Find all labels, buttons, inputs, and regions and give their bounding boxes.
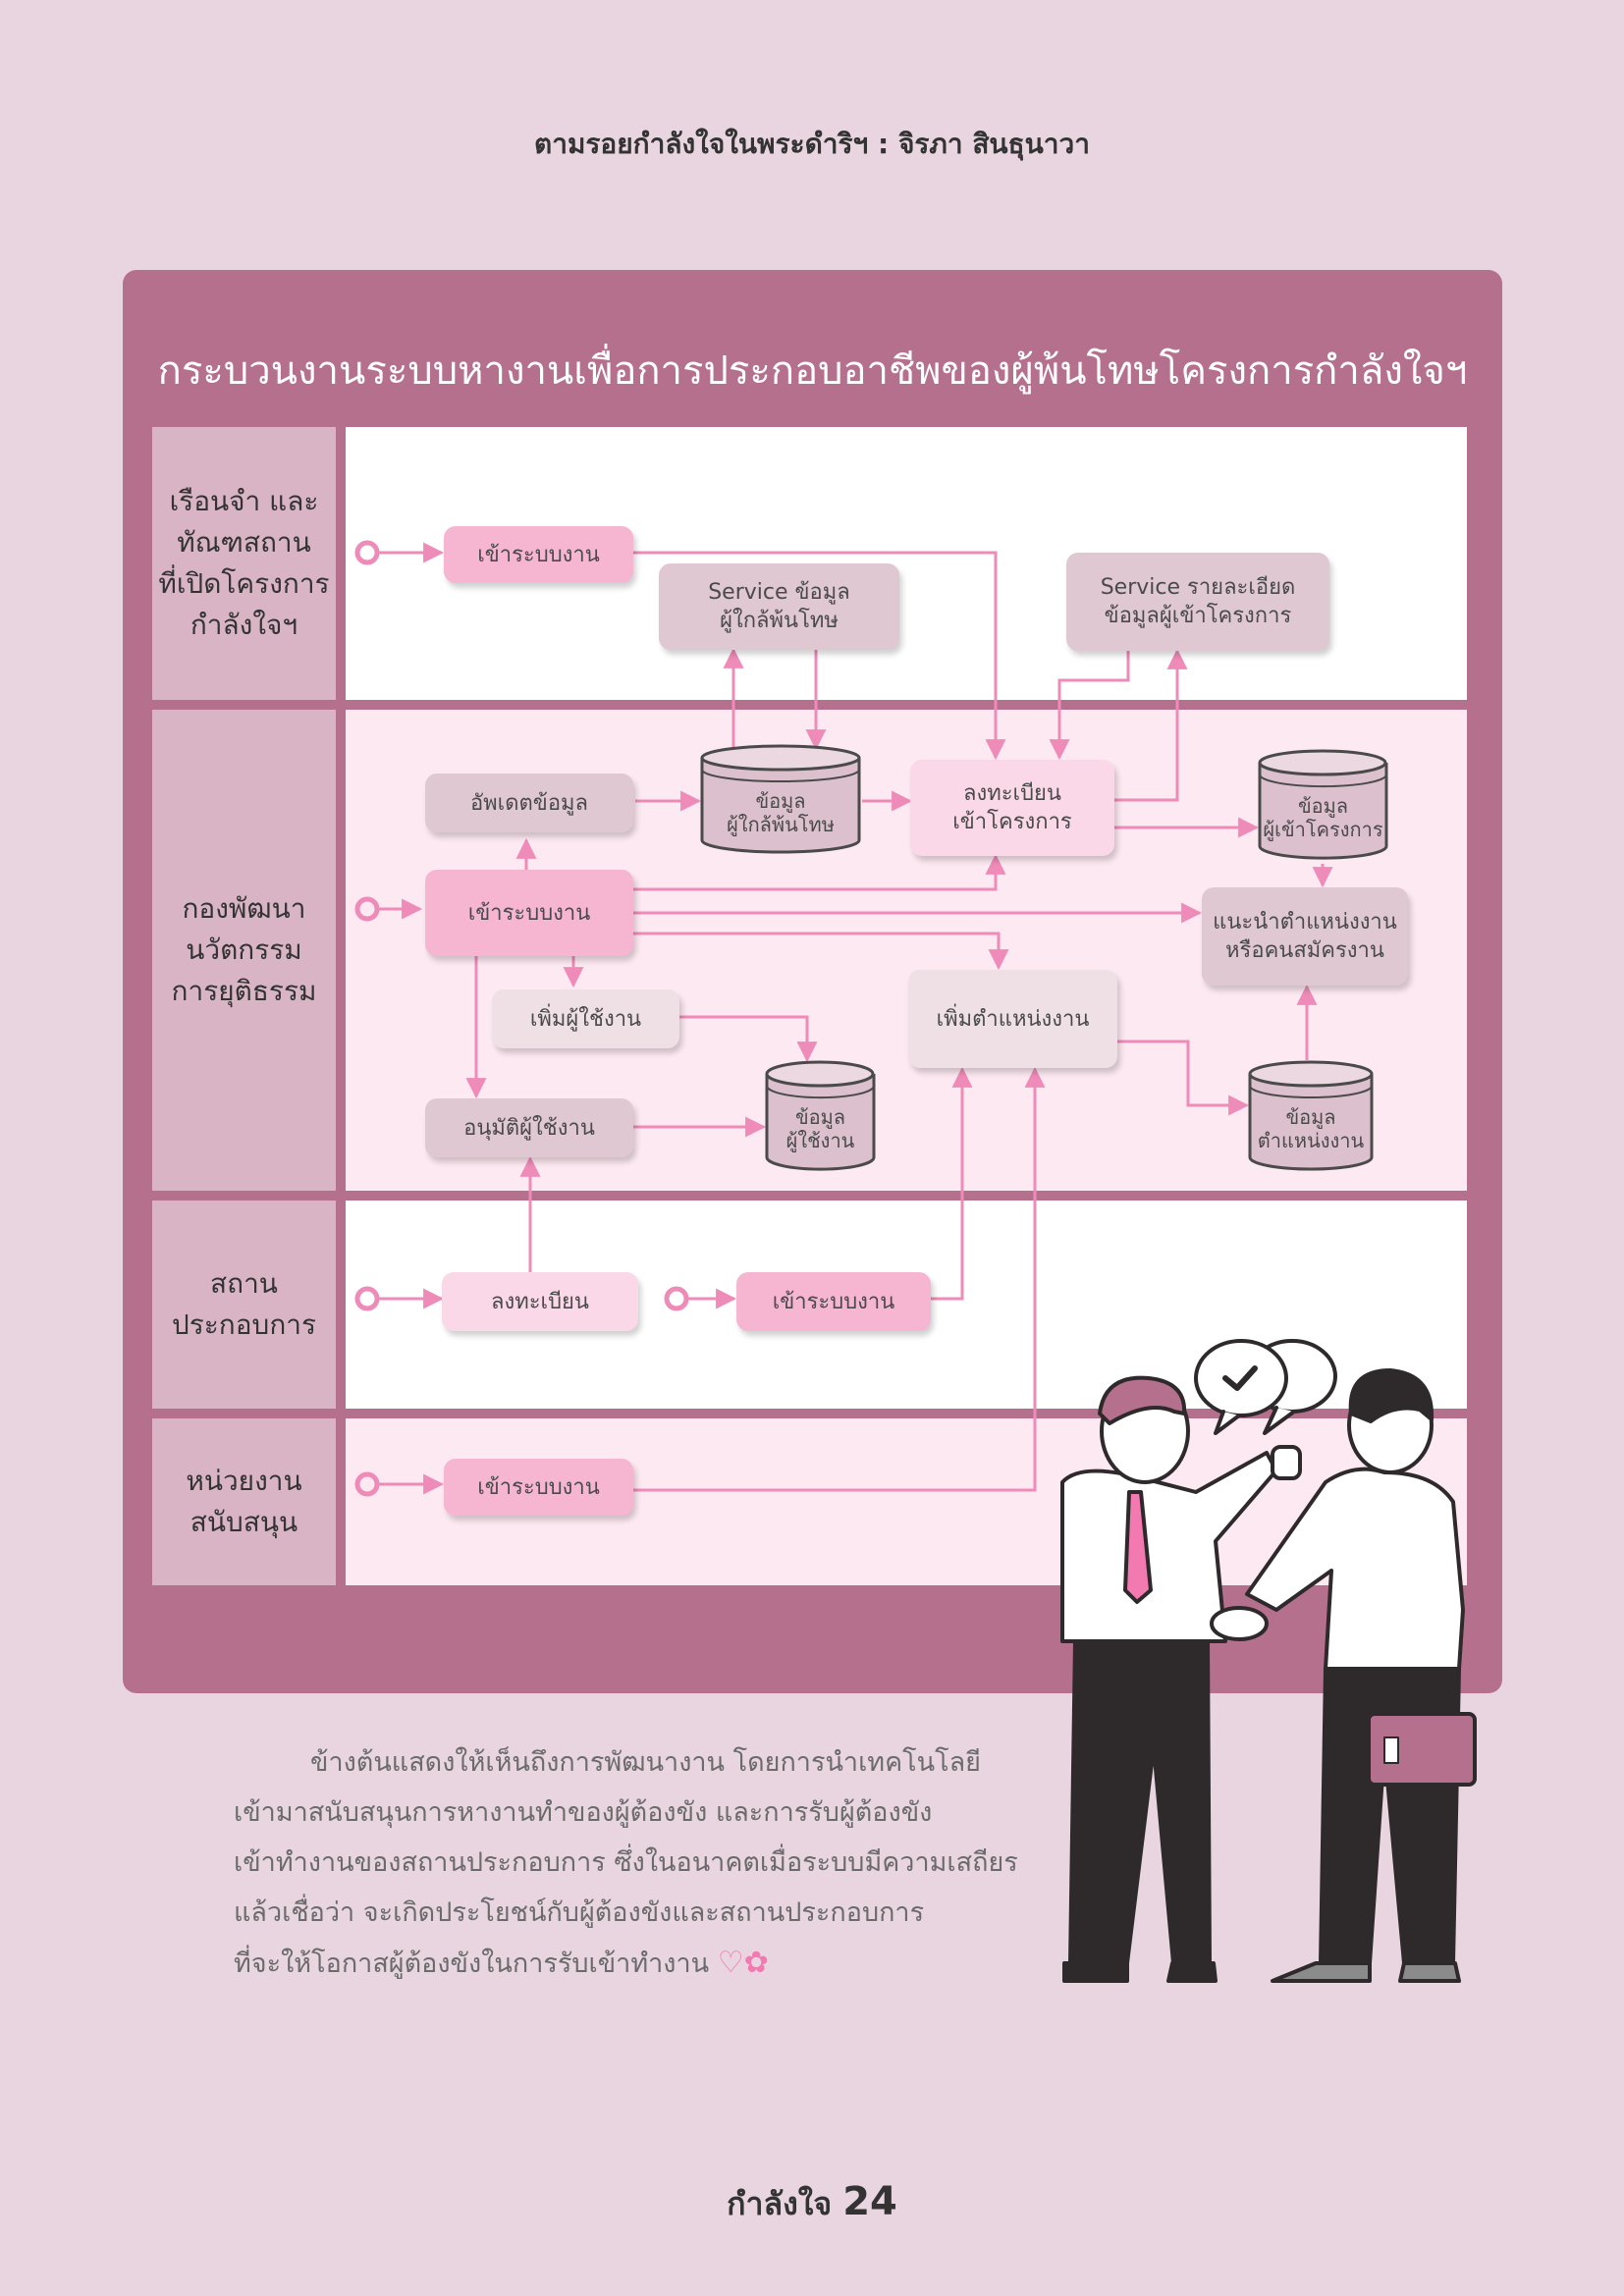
heart-flower-icon: ♡✿ — [717, 1946, 769, 1980]
lane-label-support: หน่วยงาน สนับสนุน — [152, 1418, 336, 1585]
handshake-hands — [1210, 1606, 1269, 1641]
lane-label-company: สถาน ประกอบการ — [152, 1201, 336, 1409]
body-line: เข้ามาสนับสนุนการหางานทำของผู้ต้องขัง แล… — [234, 1797, 933, 1828]
db-users-label: ข้อมูล ผู้ใช้งาน — [785, 1105, 855, 1152]
add-position-box: เพิ่มตำแหน่งงาน — [908, 970, 1117, 1068]
db-participant-label: ข้อมูล ผู้เข้าโครงการ — [1263, 794, 1383, 841]
body-line: แล้วเชื่อว่า จะเกิดประโยชน์กับผู้ต้องขัง… — [234, 1897, 925, 1928]
diagram-title: กระบวนงานระบบหางานเพื่อการประกอบอาชีพของ… — [157, 348, 1468, 394]
body-line: เข้าทำงานของสถานประกอบการ ซึ่งในอนาคตเมื… — [234, 1847, 1018, 1878]
page-number: 24 — [842, 2179, 897, 2224]
update-data-box: อัพเดตข้อมูล — [425, 774, 633, 832]
service-ex-inmate-box: Service ข้อมูล ผู้ใกล้พ้นโทษ — [659, 563, 899, 650]
service-participant-box: Service รายละเอียด ข้อมูลผู้เข้าโครงการ — [1066, 553, 1329, 651]
speech-bubble-icon — [1194, 1339, 1337, 1435]
body-line: ที่จะให้โอกาสผู้ต้องขังในการรับเข้าทำงาน… — [234, 1938, 970, 1989]
man-right-figure — [1245, 1368, 1477, 1983]
db-ex-inmate: ข้อมูล ผู้ใกล้พ้นโทษ — [699, 744, 862, 856]
page-footer: กำลังใจ 24 — [0, 2179, 1624, 2229]
add-user-box: เพิ่มผู้ใช้งาน — [492, 989, 679, 1048]
body-paragraph: ข้างต้นแสดงให้เห็นถึงการพัฒนางาน โดยการน… — [234, 1737, 1018, 1989]
footer-label: กำลังใจ — [727, 2185, 833, 2222]
db-ex-inmate-label: ข้อมูล ผู้ใกล้พ้นโทษ — [727, 789, 835, 836]
lane-label-prison: เรือนจำ และ ทัณฑสถาน ที่เปิดโครงการ กำลั… — [152, 427, 336, 700]
division-login-box: เข้าระบบงาน — [425, 870, 633, 956]
db-positions-label: ข้อมูล ตำแหน่งงาน — [1257, 1105, 1365, 1152]
company-register-box: ลงทะเบียน — [442, 1272, 638, 1331]
db-positions: ข้อมูล ตำแหน่งงาน — [1247, 1060, 1375, 1173]
recommend-job-box: แนะนำตำแหน่งงาน หรือคนสมัครงาน — [1202, 887, 1408, 986]
man-left-figure — [1060, 1375, 1302, 1983]
register-project-box: ลงทะเบียน เข้าโครงการ — [910, 760, 1114, 856]
approve-user-box: อนุมัติผู้ใช้งาน — [425, 1098, 633, 1157]
company-login-box: เข้าระบบงาน — [736, 1272, 931, 1331]
support-login-box: เข้าระบบงาน — [444, 1459, 633, 1516]
body-line-last: ที่จะให้โอกาสผู้ต้องขังในการรับเข้าทำงาน — [234, 1949, 710, 1979]
lane-label-division: กองพัฒนา นวัตกรรม การยุติธรรม — [152, 710, 336, 1191]
db-users: ข้อมูล ผู้ใช้งาน — [764, 1060, 877, 1173]
body-line: ข้างต้นแสดงให้เห็นถึงการพัฒนางาน โดยการน… — [310, 1747, 981, 1778]
db-participant: ข้อมูล ผู้เข้าโครงการ — [1257, 749, 1389, 862]
prison-login-box: เข้าระบบงาน — [444, 526, 633, 583]
running-header: ตามรอยกำลังใจในพระดำริฯ : จิรภา สินธุนาว… — [534, 128, 1090, 160]
